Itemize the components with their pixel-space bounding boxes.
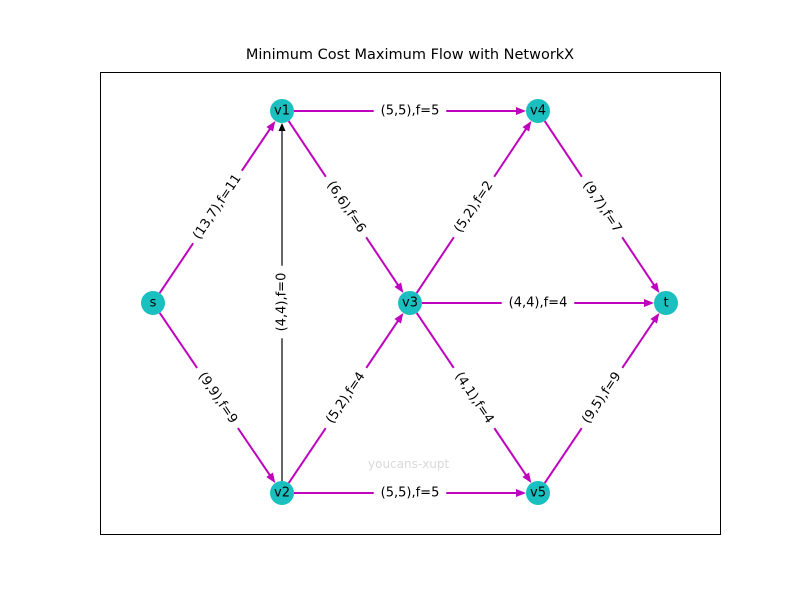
node-v2-circle <box>270 481 294 505</box>
edge-v2-v1-label-bg <box>273 265 291 339</box>
edge-s-v2-label-bg <box>189 362 246 434</box>
edge-v2-v5-label-text: (5,5),f=5 <box>381 486 440 501</box>
node-v5-label: v5 <box>530 486 546 501</box>
edge-v2-v1-label: (4,4),f=0 <box>273 265 291 339</box>
edge-v2-v3-label-text: (5,2),f=4 <box>323 369 368 426</box>
edge-v1-v3-arrowhead <box>394 282 404 294</box>
edge-v2-v5-arrowhead <box>516 489 526 497</box>
edge-v4-t-label-text: (9,7),f=7 <box>579 178 624 235</box>
node-v2: v2 <box>270 481 294 505</box>
edge-v3-t-label-bg <box>501 294 575 312</box>
node-s: s <box>141 291 165 315</box>
edge-v5-t-label: (9,5),f=9 <box>574 362 630 434</box>
edge-v2-v5-label-bg <box>373 484 447 502</box>
edge-v3-t-label: (4,4),f=4 <box>501 294 575 312</box>
edge-v2-v3-label-bg <box>318 362 374 434</box>
plot-frame <box>100 72 721 535</box>
node-t: t <box>654 291 678 315</box>
node-v4-circle <box>526 99 550 123</box>
node-v3-label: v3 <box>402 296 418 311</box>
edge-labels-layer: (13,7),f=11 (9,9),f=9 (4,4),f=0 (5,5),f=5 (6… <box>185 102 630 502</box>
edge-s-v1-arrowhead <box>266 120 276 132</box>
edge-v2-v5-label: (5,5),f=5 <box>373 484 447 502</box>
edge-s-v1-label: (13,7),f=11 <box>185 165 250 249</box>
edge-s-v1-label-bg <box>185 165 250 249</box>
watermark: youcans-xupt <box>368 457 450 471</box>
edge-v2-v1-label-text: (4,4),f=0 <box>275 273 290 332</box>
edge-v3-v5-arrowhead <box>522 472 532 484</box>
node-v3: v3 <box>398 291 422 315</box>
node-t-circle <box>654 291 678 315</box>
edge-v3-v5-label: (4,1),f=4 <box>446 362 502 434</box>
node-v2-label: v2 <box>274 486 290 501</box>
edge-v1-v4-arrowhead <box>516 107 526 115</box>
edge-v1-v3-label-text: (6,6),f=6 <box>323 178 368 235</box>
edge-v2-v3-label: (5,2),f=4 <box>318 362 374 434</box>
edge-v2-v1-arrowhead <box>278 123 286 131</box>
edge-v1-v3-label-bg <box>318 171 374 243</box>
edge-v3-v4-label: (5,2),f=2 <box>446 171 502 243</box>
node-v1-label: v1 <box>274 104 290 119</box>
node-t-label: t <box>663 296 668 311</box>
edge-v5-t-label-bg <box>574 362 630 434</box>
edge-v3-t-label-text: (4,4),f=4 <box>509 296 568 311</box>
node-v5: v5 <box>526 481 550 505</box>
edge-v1-v3-label: (6,6),f=6 <box>318 171 374 243</box>
edge-s-v1-label-text: (13,7),f=11 <box>190 172 244 243</box>
edge-v2-v3-arrowhead <box>394 312 404 324</box>
edge-s-v2-label-text: (9,9),f=9 <box>195 370 240 427</box>
node-v1-circle <box>270 99 294 123</box>
edge-s-v2-label: (9,9),f=9 <box>189 362 246 434</box>
diagram-title: Minimum Cost Maximum Flow with NetworkX <box>245 47 575 63</box>
edge-s-v2-arrowhead <box>266 472 276 484</box>
edge-v1-v4-label: (5,5),f=5 <box>373 102 447 120</box>
nodes-layer: s v1 v2 v3 v4 v5 t <box>141 99 678 505</box>
edge-v3-v4-label-text: (5,2),f=2 <box>451 178 496 235</box>
edge-v1-v4-label-text: (5,5),f=5 <box>381 104 440 119</box>
node-s-label: s <box>150 296 157 311</box>
edge-v3-v4-arrowhead <box>522 120 532 132</box>
edge-v4-t-label: (9,7),f=7 <box>574 171 630 243</box>
node-v4-label: v4 <box>530 104 546 119</box>
edge-v3-v5-label-text: (4,1),f=4 <box>451 369 496 426</box>
node-v5-circle <box>526 481 550 505</box>
edge-v1-v4-label-bg <box>373 102 447 120</box>
node-v4: v4 <box>526 99 550 123</box>
node-v1: v1 <box>270 99 294 123</box>
edge-v3-v4-label-bg <box>446 171 502 243</box>
edge-v5-t-arrowhead <box>650 312 660 324</box>
edge-v4-t-arrowhead <box>650 282 660 294</box>
node-s-circle <box>141 291 165 315</box>
edge-v5-t-label-text: (9,5),f=9 <box>579 369 624 426</box>
edge-v3-v5-label-bg <box>446 362 502 434</box>
edge-v4-t-label-bg <box>574 171 630 243</box>
node-v3-circle <box>398 291 422 315</box>
edge-v3-t-arrowhead <box>644 299 654 307</box>
